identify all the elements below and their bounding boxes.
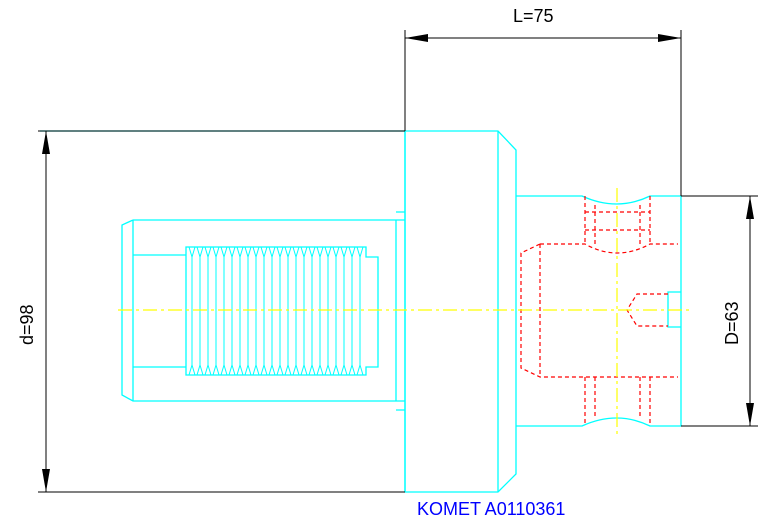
thread-tooth-top (220, 246, 228, 259)
centerlines (118, 188, 690, 434)
thread-tooth-bottom (316, 363, 324, 376)
thread-region (185, 246, 379, 376)
hidden-details (520, 196, 678, 426)
thread-tooth-top (196, 246, 204, 259)
thread-tooth-bottom (276, 363, 284, 376)
thread-tooth-bottom (284, 363, 292, 376)
thread-tooth-top (188, 246, 196, 259)
thread-tooth-bottom (340, 363, 348, 376)
thread-tooth-bottom (268, 363, 276, 376)
thread-tooth-top (252, 246, 260, 259)
thread-tooth-bottom (196, 363, 204, 376)
thread-tooth-top (284, 246, 292, 259)
shank-dia-arrow-bottom (746, 403, 754, 426)
flange-outline (404, 130, 517, 493)
length-dimension-label: L=75 (513, 6, 554, 26)
thread-tooth-top (332, 246, 340, 259)
thread-tooth-bottom (188, 363, 196, 376)
thread-tooth-top (316, 246, 324, 259)
arrowheads (42, 34, 754, 492)
part-number-caption: KOMET A0110361 (417, 499, 565, 519)
thread-tooth-bottom (348, 363, 356, 376)
thread-tooth-top (276, 246, 284, 259)
length-arrow-left (405, 34, 428, 42)
shank-outline (516, 195, 682, 427)
thread-tooth-top (204, 246, 212, 259)
thread-tooth-bottom (356, 363, 364, 376)
thread-tooth-bottom (204, 363, 212, 376)
bore-inner-sleeve (395, 211, 405, 411)
upper-cross-hole (584, 196, 651, 244)
thread-tooth-bottom (260, 363, 268, 376)
outer-dia-arrow-bottom (42, 469, 50, 492)
thread-tooth-top (356, 246, 364, 259)
thread-tooth-top (228, 246, 236, 259)
thread-tooth-top (340, 246, 348, 259)
cavity-outline (520, 243, 678, 378)
thread-teeth (188, 246, 364, 376)
thread-tooth-bottom (220, 363, 228, 376)
thread-tooth-bottom (308, 363, 316, 376)
thread-tooth-bottom (252, 363, 260, 376)
part-outline (40, 130, 682, 493)
thread-tooth-top (300, 246, 308, 259)
bore-outline (121, 219, 405, 402)
length-arrow-right (658, 34, 681, 42)
thread-tooth-bottom (300, 363, 308, 376)
thread-tooth-bottom (212, 363, 220, 376)
thread-tooth-top (236, 246, 244, 259)
shank-diameter-label: D=63 (722, 301, 742, 345)
thread-tooth-top (308, 246, 316, 259)
shank-dia-arrow-top (746, 196, 754, 219)
thread-tooth-top (348, 246, 356, 259)
thread-tooth-top (260, 246, 268, 259)
thread-tooth-bottom (292, 363, 300, 376)
thread-tooth-top (212, 246, 220, 259)
thread-tooth-bottom (332, 363, 340, 376)
thread-tooth-bottom (228, 363, 236, 376)
thread-tooth-bottom (324, 363, 332, 376)
thread-tooth-top (324, 246, 332, 259)
thread-tooth-top (244, 246, 252, 259)
lower-cross-hole (584, 377, 651, 426)
thread-tooth-top (292, 246, 300, 259)
outer-diameter-label: d=98 (17, 304, 37, 345)
outer-dia-arrow-top (42, 131, 50, 154)
thread-tooth-bottom (244, 363, 252, 376)
dimension-lines (38, 30, 758, 493)
bore-step (133, 254, 186, 368)
thread-tooth-top (268, 246, 276, 259)
thread-tooth-bottom (236, 363, 244, 376)
